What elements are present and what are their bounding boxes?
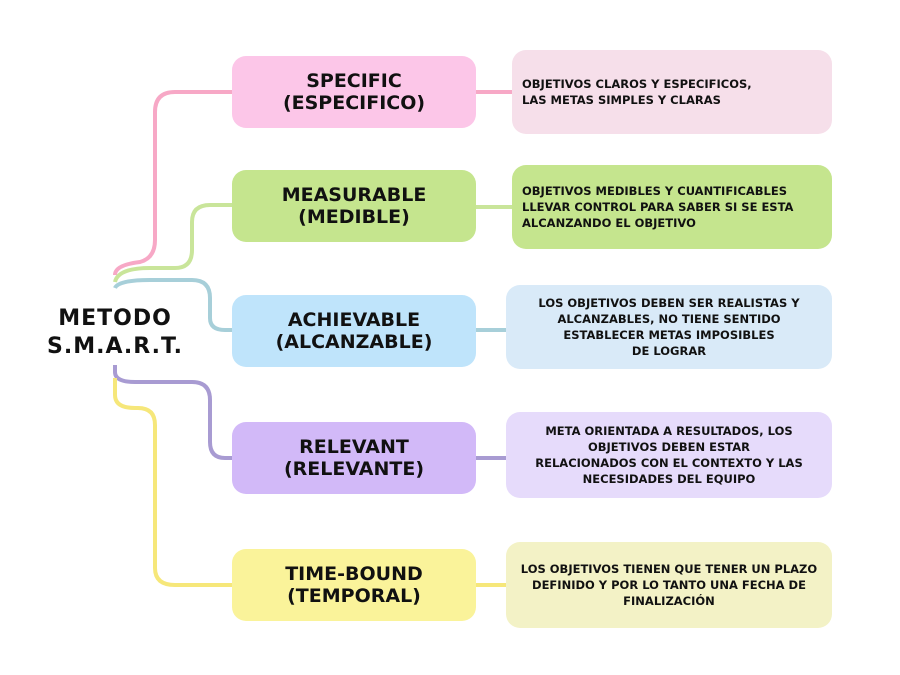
connector-timebound <box>113 378 235 587</box>
desc-measurable: OBJETIVOS MEDIBLES Y CUANTIFICABLES LLEV… <box>512 165 832 249</box>
node-subtitle: (ALCANZABLE) <box>275 331 433 353</box>
root-title-line1: METODO <box>58 306 172 331</box>
node-achievable: ACHIEVABLE (ALCANZABLE) <box>232 295 476 367</box>
node-title: ACHIEVABLE <box>287 309 421 331</box>
node-specific: SPECIFIC (ESPECIFICO) <box>232 56 476 128</box>
desc-text: OBJETIVOS CLAROS Y ESPECIFICOS, LAS META… <box>522 77 752 107</box>
node-title: TIME-BOUND <box>285 563 423 585</box>
connector-relevant <box>113 365 235 460</box>
node-subtitle: (RELEVANTE) <box>283 458 425 480</box>
desc-text: LOS OBJETIVOS DEBEN SER REALISTAS Y ALCA… <box>538 296 800 358</box>
node-relevant: RELEVANT (RELEVANTE) <box>232 422 476 494</box>
node-timebound: TIME-BOUND (TEMPORAL) <box>232 549 476 621</box>
node-subtitle: (TEMPORAL) <box>287 585 421 607</box>
desc-text: LOS OBJETIVOS TIENEN QUE TENER UN PLAZO … <box>520 562 818 608</box>
node-measurable: MEASURABLE (MEDIBLE) <box>232 170 476 242</box>
node-title: MEASURABLE <box>281 184 427 206</box>
root-title: METODO S.M.A.R.T. <box>40 305 190 361</box>
node-subtitle: (ESPECIFICO) <box>282 92 426 114</box>
desc-relevant: META ORIENTADA A RESULTADOS, LOS OBJETIV… <box>506 412 832 498</box>
desc-timebound: LOS OBJETIVOS TIENEN QUE TENER UN PLAZO … <box>506 542 832 628</box>
root-title-line2: S.M.A.R.T. <box>47 334 183 359</box>
connector-achievable <box>113 278 235 332</box>
desc-text: OBJETIVOS MEDIBLES Y CUANTIFICABLES LLEV… <box>522 184 794 230</box>
node-title: RELEVANT <box>299 436 409 458</box>
connector-specific <box>113 90 235 276</box>
node-subtitle: (MEDIBLE) <box>298 206 410 228</box>
desc-text: META ORIENTADA A RESULTADOS, LOS OBJETIV… <box>535 424 803 486</box>
node-title: SPECIFIC <box>306 70 402 92</box>
connector-measurable <box>113 203 235 283</box>
desc-achievable: LOS OBJETIVOS DEBEN SER REALISTAS Y ALCA… <box>506 285 832 369</box>
desc-specific: OBJETIVOS CLAROS Y ESPECIFICOS, LAS META… <box>512 50 832 134</box>
